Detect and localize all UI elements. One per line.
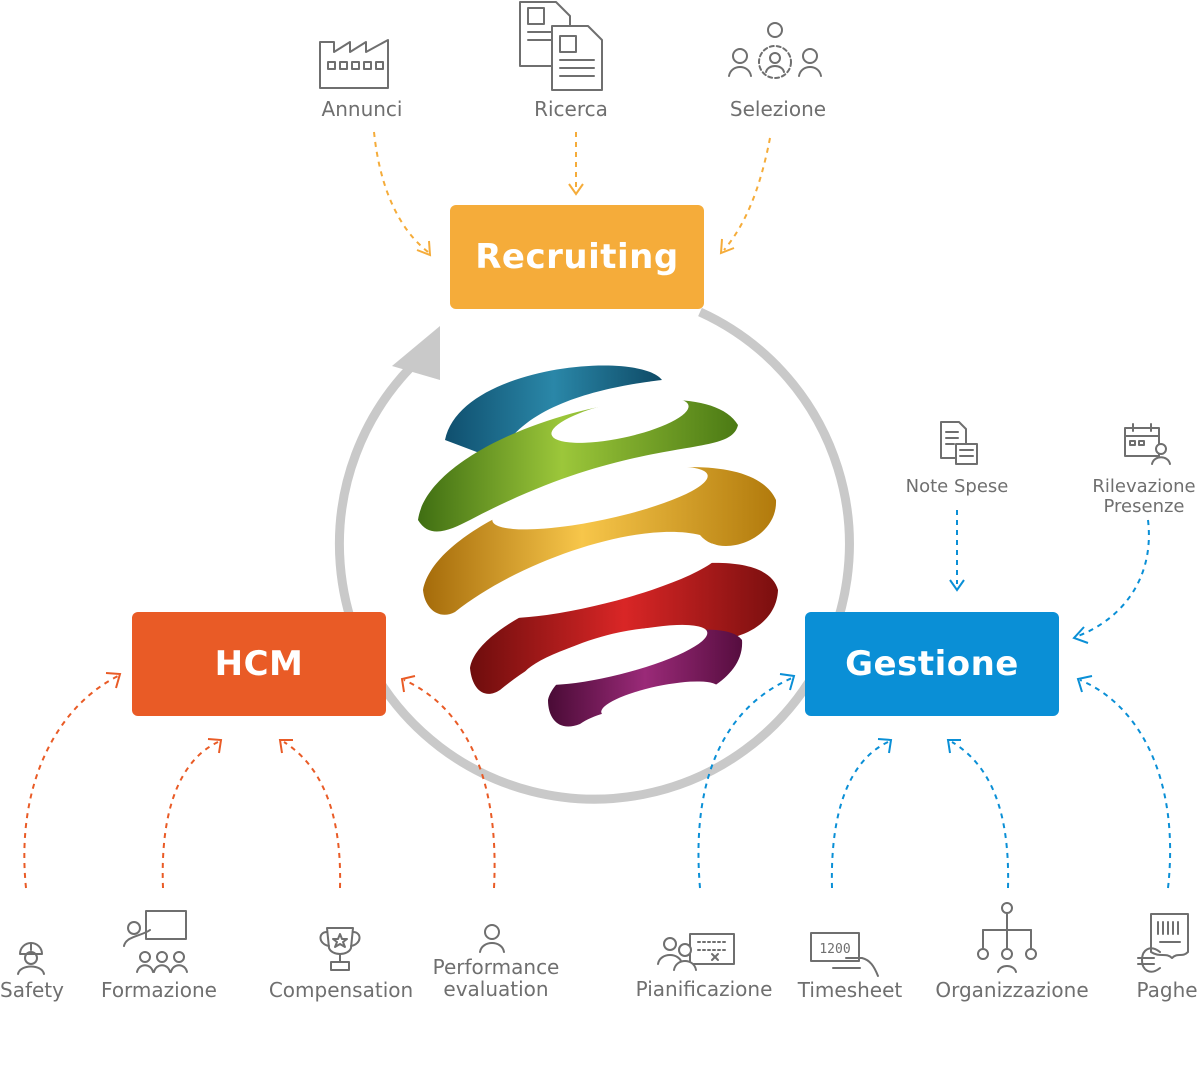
rilevazione-line2: Presenze: [1103, 496, 1185, 517]
source-label-timesheet: Timesheet: [797, 978, 903, 1002]
hcm-arrowheads: [105, 672, 416, 754]
expense-note-icon: [940, 421, 978, 465]
source-label-selezione: Selezione: [729, 97, 827, 121]
timesheet-icon: [810, 932, 879, 977]
recruiting-label: Recruiting: [475, 237, 679, 277]
recruiting-arrowheads: [416, 183, 735, 257]
trophy-icon: [319, 927, 361, 971]
org-chart-icon: [977, 902, 1037, 973]
performance-line1: Performance: [432, 955, 560, 979]
documents-icon: [519, 1, 603, 91]
attendance-icon: [1124, 423, 1171, 465]
source-label-ricerca: Ricerca: [534, 97, 608, 121]
gestione-label: Gestione: [845, 644, 1019, 684]
source-label-note-spese: Note Spese: [905, 476, 1009, 497]
planning-icon: [657, 933, 735, 971]
recruiting-connectors: [373, 131, 771, 253]
hardhat-worker-icon: [17, 942, 45, 975]
source-label-pianificazione: Pianificazione: [635, 977, 773, 1001]
cycle-arrow-head: [392, 326, 440, 380]
performance-line2: evaluation: [443, 977, 549, 1001]
factory-icon: [319, 39, 389, 89]
source-label-organizzazione: Organizzazione: [935, 978, 1089, 1002]
hcm-label: HCM: [214, 644, 304, 684]
hcm-connectors: [23, 675, 496, 889]
payroll-icon: [1137, 913, 1189, 973]
training-icon: [123, 910, 188, 973]
source-label-annunci: Annunci: [321, 97, 403, 121]
cycle-ring: [334, 307, 854, 804]
gestione-arrowheads: [779, 579, 1093, 754]
ribbon-sphere-logo: [418, 365, 778, 727]
source-label-paghe: Paghe: [1136, 978, 1198, 1002]
source-label-performance-evaluation: Performance evaluation: [426, 956, 566, 1000]
rilevazione-line1: Rilevazione: [1092, 476, 1196, 497]
source-label-compensation: Compensation: [268, 978, 414, 1002]
source-label-formazione: Formazione: [101, 978, 217, 1002]
timesheet-display: 1200: [819, 942, 850, 957]
recruiting-box: Recruiting: [450, 205, 704, 309]
gestione-connectors: [697, 510, 1172, 889]
source-label-safety: Safety: [0, 978, 64, 1002]
hcm-box: HCM: [132, 612, 386, 716]
gestione-box: Gestione: [805, 612, 1059, 716]
person-icon: [479, 924, 505, 953]
source-label-rilevazione-presenze: Rilevazione Presenze: [1088, 477, 1200, 517]
people-selection-icon: [728, 22, 822, 79]
